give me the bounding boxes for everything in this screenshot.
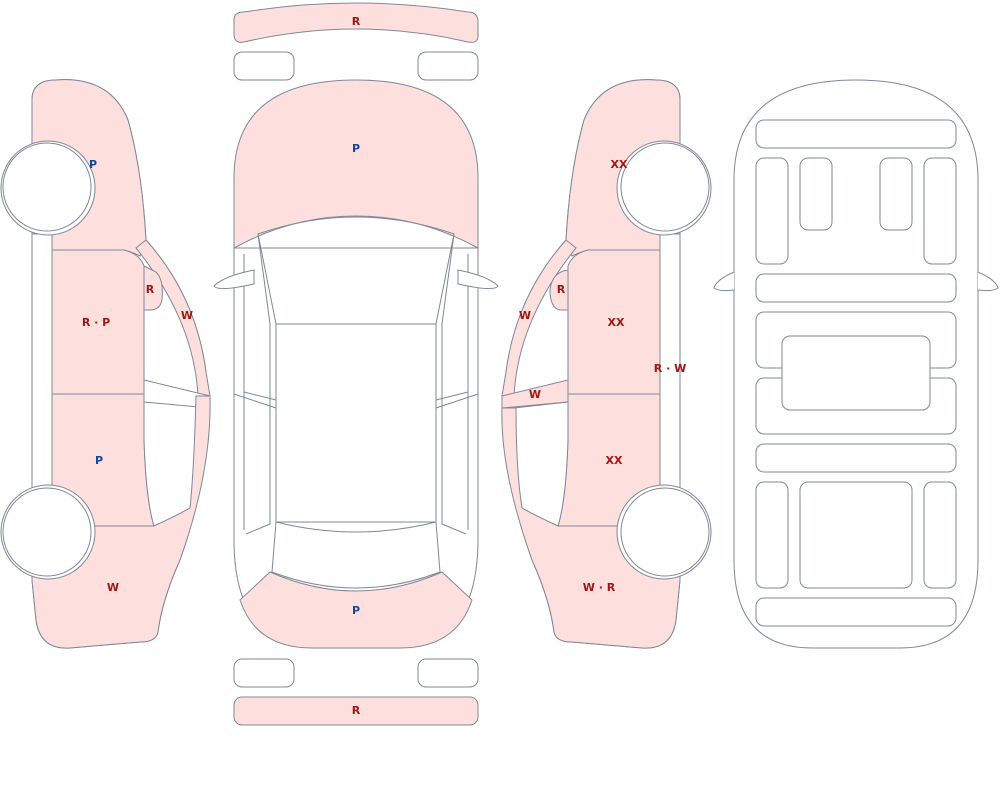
label-right-rocker: R · W xyxy=(654,362,686,375)
frame-left-front-side-member[interactable] xyxy=(755,157,789,265)
label-left-rear-door: P xyxy=(95,454,103,467)
right-rear-wheel[interactable] xyxy=(620,487,710,577)
top-hood-panel[interactable] xyxy=(233,79,479,249)
label-top-rear-bumper: R xyxy=(352,704,361,717)
top-front-right-light[interactable] xyxy=(417,51,479,81)
left-rear-wheel[interactable] xyxy=(2,487,92,577)
frame-floor-center[interactable] xyxy=(781,335,931,411)
top-windshield xyxy=(257,216,455,325)
label-right-front-door: XX xyxy=(608,316,625,329)
right-side-view xyxy=(501,79,712,649)
frame-front-crossmember[interactable] xyxy=(755,119,957,149)
frame-view xyxy=(713,79,999,649)
top-rear-right-light[interactable] xyxy=(417,658,479,688)
frame-left-inner-member[interactable] xyxy=(799,157,833,231)
frame-left-rear-side-member[interactable] xyxy=(755,481,789,589)
frame-rear-panel[interactable] xyxy=(755,597,957,627)
frame-right-inner-member[interactable] xyxy=(879,157,913,231)
label-right-rear-quarter: W · R xyxy=(583,581,616,594)
label-top-hood: P xyxy=(352,142,360,155)
top-trunk-panel[interactable] xyxy=(239,571,473,649)
right-front-wheel[interactable] xyxy=(620,142,710,232)
frame-dash-panel[interactable] xyxy=(755,273,957,303)
top-front-bumper-panel[interactable] xyxy=(233,2,479,43)
frame-right-mirror xyxy=(977,271,999,292)
left-rear-quarter-panel[interactable] xyxy=(31,395,211,649)
label-right-vent-window: W xyxy=(529,388,541,401)
top-rear-bumper-panel[interactable] xyxy=(233,696,479,726)
top-front-left-light[interactable] xyxy=(233,51,295,81)
right-rear-quarter-panel[interactable] xyxy=(501,407,681,649)
label-right-front-fender: XX xyxy=(611,158,628,171)
top-rear-left-light[interactable] xyxy=(233,658,295,688)
top-right-mirror[interactable] xyxy=(457,269,499,290)
damage-labels: R P P R P R R · P W P W XX R W W XX R · … xyxy=(82,15,686,717)
label-right-a-pillar: W xyxy=(519,309,531,322)
label-top-front-bumper: R xyxy=(352,15,361,28)
top-roof[interactable] xyxy=(275,323,437,523)
right-front-door-panel[interactable] xyxy=(567,249,661,395)
label-left-front-door: R · P xyxy=(82,316,110,329)
label-left-front-fender: P xyxy=(89,158,97,171)
frame-right-rear-side-member[interactable] xyxy=(923,481,957,589)
left-front-wheel[interactable] xyxy=(2,142,92,232)
top-view xyxy=(213,2,499,726)
label-left-a-pillar: W xyxy=(181,309,193,322)
frame-left-mirror xyxy=(713,271,735,292)
top-left-mirror[interactable] xyxy=(213,269,255,290)
label-left-rear-quarter: W xyxy=(107,581,119,594)
frame-trunk-floor[interactable] xyxy=(799,481,913,589)
label-right-rear-door: XX xyxy=(606,454,623,467)
label-top-trunk: P xyxy=(352,604,360,617)
left-front-door-panel[interactable] xyxy=(51,249,145,395)
left-mirror-panel[interactable] xyxy=(143,265,163,311)
frame-rear-crossmember[interactable] xyxy=(755,443,957,473)
top-rear-window xyxy=(271,521,441,589)
left-side-view xyxy=(0,79,211,649)
label-right-mirror: R xyxy=(557,283,566,296)
frame-right-front-side-member[interactable] xyxy=(923,157,957,265)
label-left-mirror: R xyxy=(146,283,155,296)
